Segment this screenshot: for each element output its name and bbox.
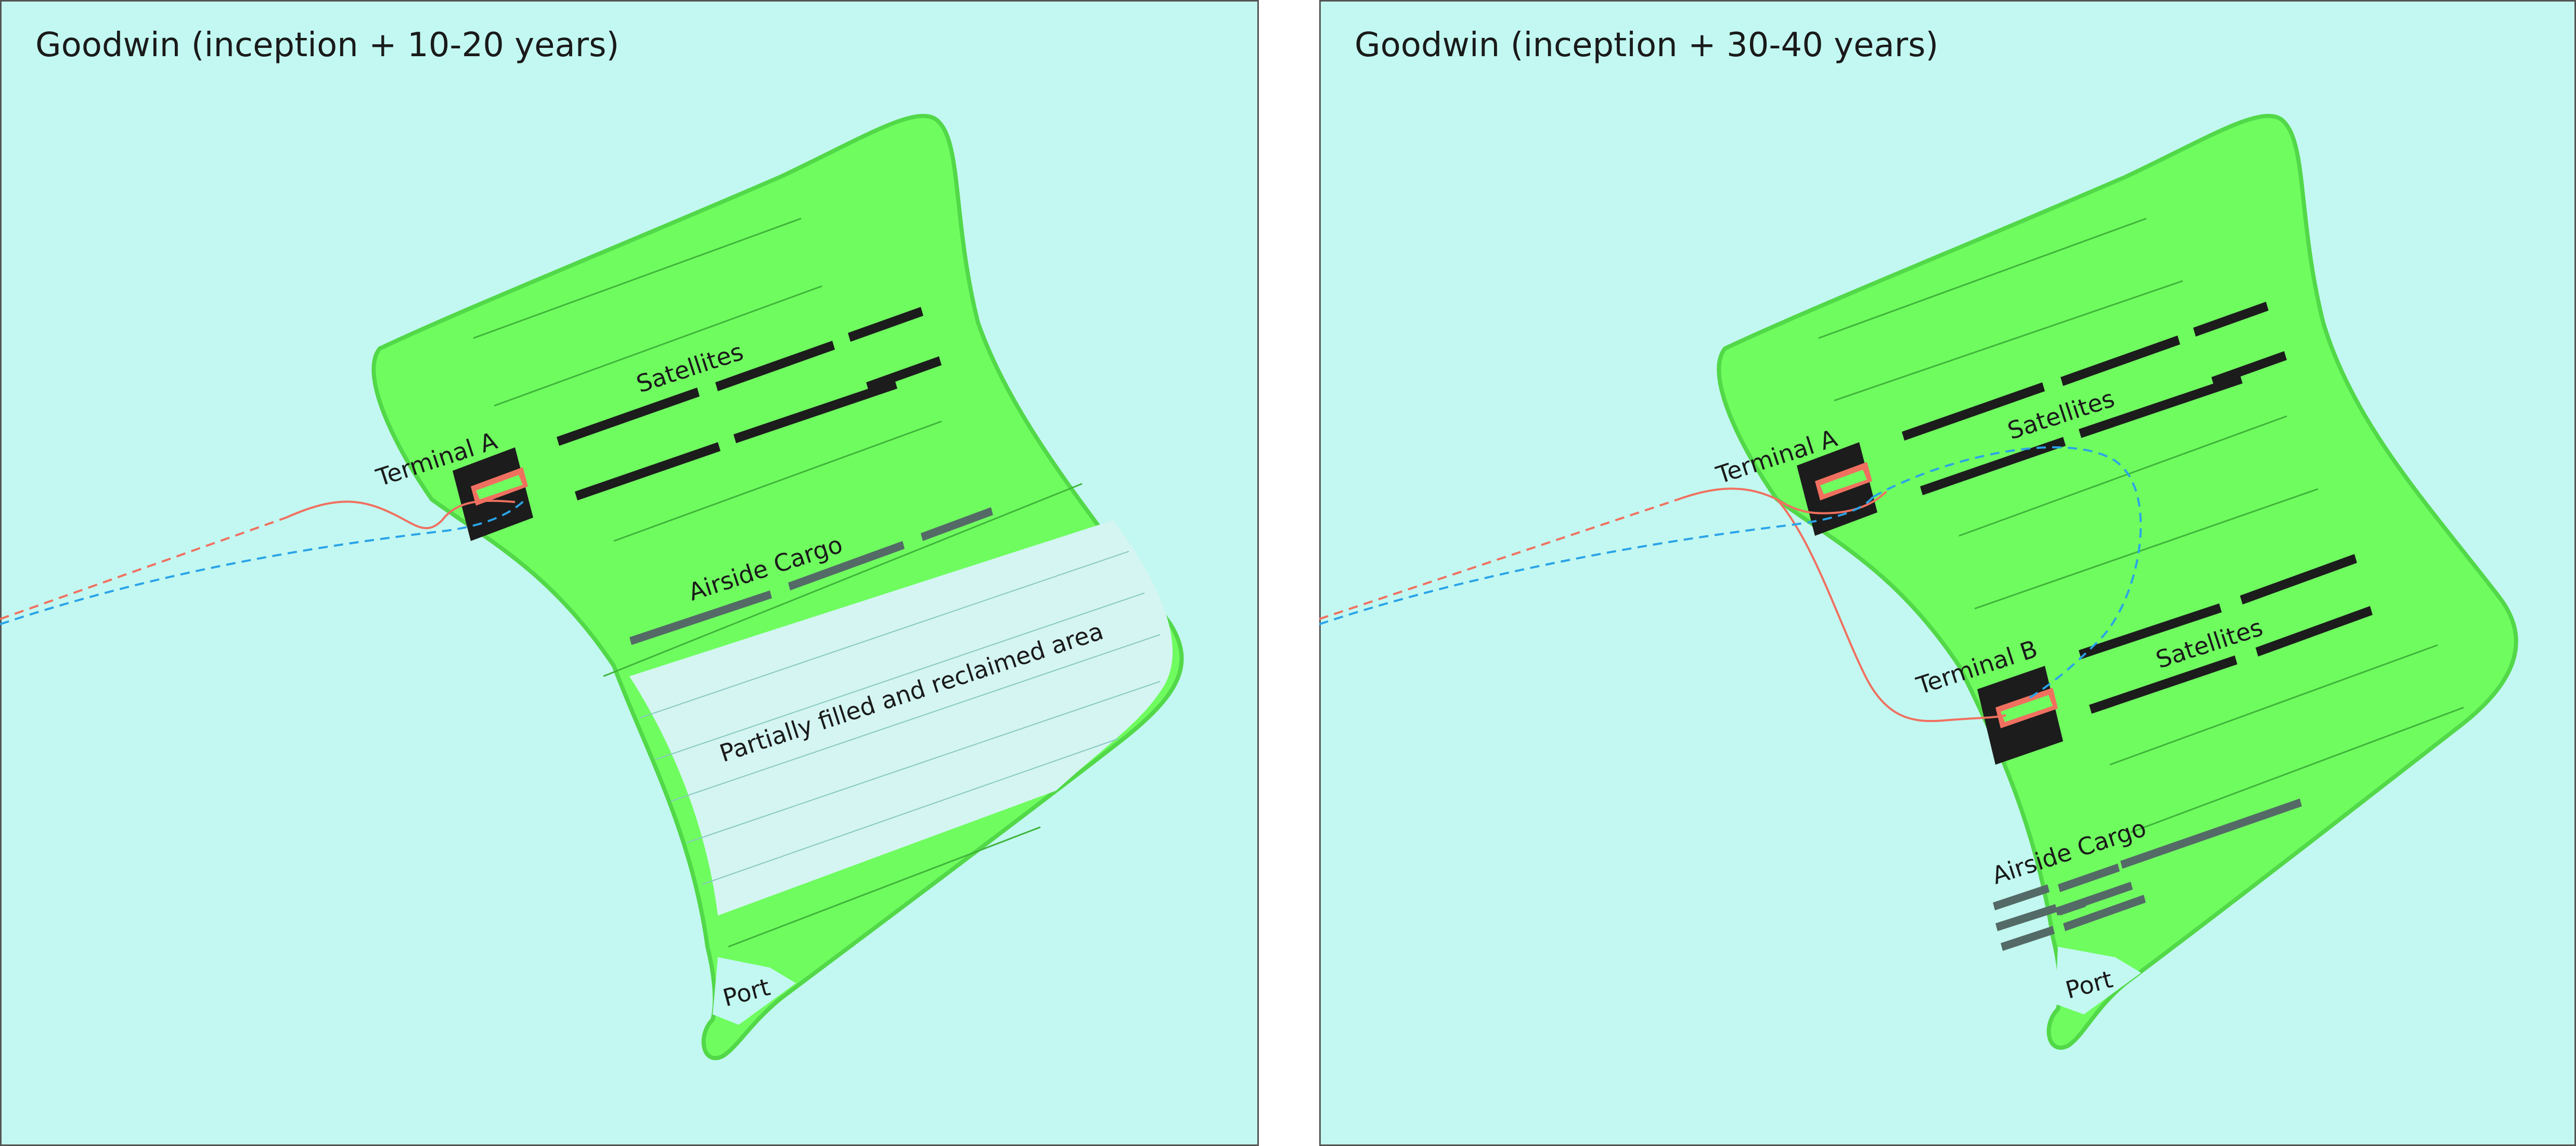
lower-satellite-buildings [2079, 554, 2373, 714]
island [1717, 113, 2518, 1050]
reclaimed-area [629, 520, 1173, 916]
map-phase-2: Goodwin (inception + 30-40 years) Termin… [1319, 0, 2576, 1146]
reclaimed-contours [639, 551, 1161, 885]
terminal-b-building [1977, 666, 2063, 765]
upper-satellite-buildings [1902, 302, 2287, 495]
panel-phase-2: Goodwin (inception + 30-40 years) Termin… [1319, 0, 2576, 1146]
panel-title: Goodwin (inception + 10-20 years) [35, 26, 619, 65]
rail-line-solid [1678, 487, 2006, 723]
taxiway-lines [1818, 217, 2464, 833]
panel-title: Goodwin (inception + 30-40 years) [1355, 26, 1938, 65]
rail-line-solid [286, 499, 516, 530]
port-area [713, 957, 796, 1025]
airside-cargo-buildings [1993, 799, 2302, 951]
rail-line [0, 517, 287, 620]
road-line [0, 498, 526, 625]
map-phase-1: Goodwin (inception + 10-20 years) Termin… [0, 0, 1259, 1146]
road-line [1319, 446, 2142, 701]
port-area [2055, 947, 2141, 1014]
panel-phase-1: Goodwin (inception + 10-20 years) Termin… [0, 0, 1259, 1146]
terminal-a-building [453, 447, 533, 541]
rail-line [1319, 498, 1679, 620]
airside-cargo-buildings [629, 507, 993, 645]
taxiway-lines [473, 217, 1083, 948]
island [371, 113, 1184, 1060]
satellite-buildings [557, 307, 942, 500]
